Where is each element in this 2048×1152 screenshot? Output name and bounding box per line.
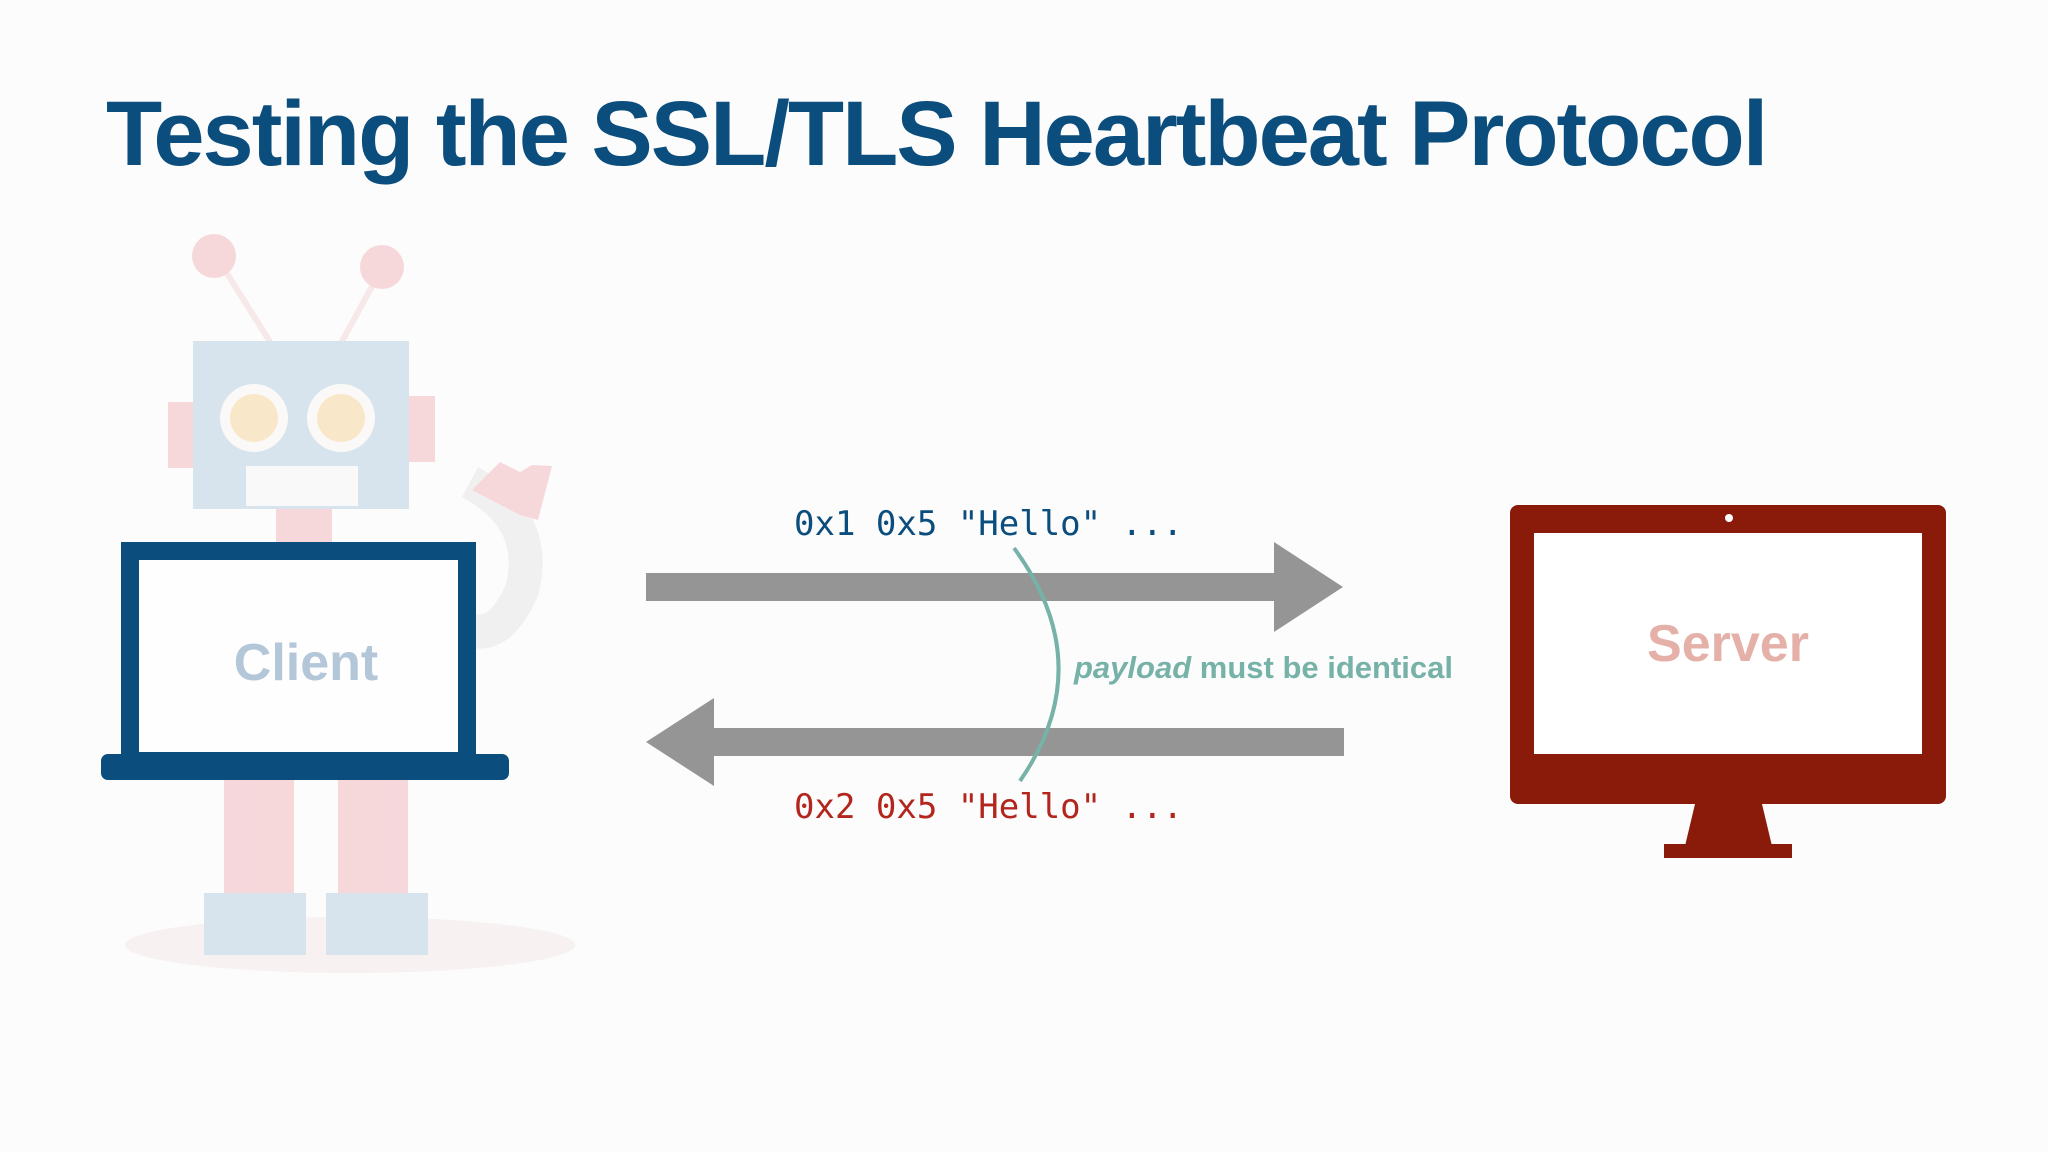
arrow-head-right	[1274, 542, 1343, 632]
laptop-screen	[121, 542, 476, 770]
payload-annotation: payload must be identical	[1073, 650, 1453, 685]
response-length: 0x5	[876, 787, 937, 827]
annotation-rest: must be identical	[1191, 650, 1453, 685]
slide-title: Testing the SSL/TLS Heartbeat Protocol	[106, 83, 1768, 185]
request-length: 0x5	[876, 504, 937, 544]
request-ellipsis: ...	[1122, 504, 1183, 544]
laptop-base	[101, 754, 509, 780]
payload-bracket	[1012, 546, 1061, 783]
server-monitor: Server	[1510, 505, 1946, 858]
webcam-dot	[1725, 514, 1733, 522]
client-label: Client	[234, 634, 378, 692]
server-label: Server	[1647, 615, 1809, 673]
monitor-stand	[1685, 804, 1772, 846]
response-packet: 0x2 0x5 "Hello" ...	[794, 787, 1183, 827]
monitor-screen	[1534, 533, 1922, 754]
response-ellipsis: ...	[1122, 787, 1183, 827]
request-type: 0x1	[794, 504, 855, 544]
request-packet: 0x1 0x5 "Hello" ...	[794, 504, 1183, 544]
robot-illustration	[125, 234, 575, 973]
response-type: 0x2	[794, 787, 855, 827]
annotation-emphasis: payload	[1073, 650, 1192, 685]
arrow-head-left	[646, 698, 714, 786]
response-arrow	[646, 698, 1344, 786]
response-payload: "Hello"	[958, 787, 1101, 827]
request-arrow	[646, 542, 1343, 632]
request-payload: "Hello"	[958, 504, 1101, 544]
client-laptop: Client	[101, 542, 509, 780]
monitor-foot	[1664, 844, 1792, 858]
